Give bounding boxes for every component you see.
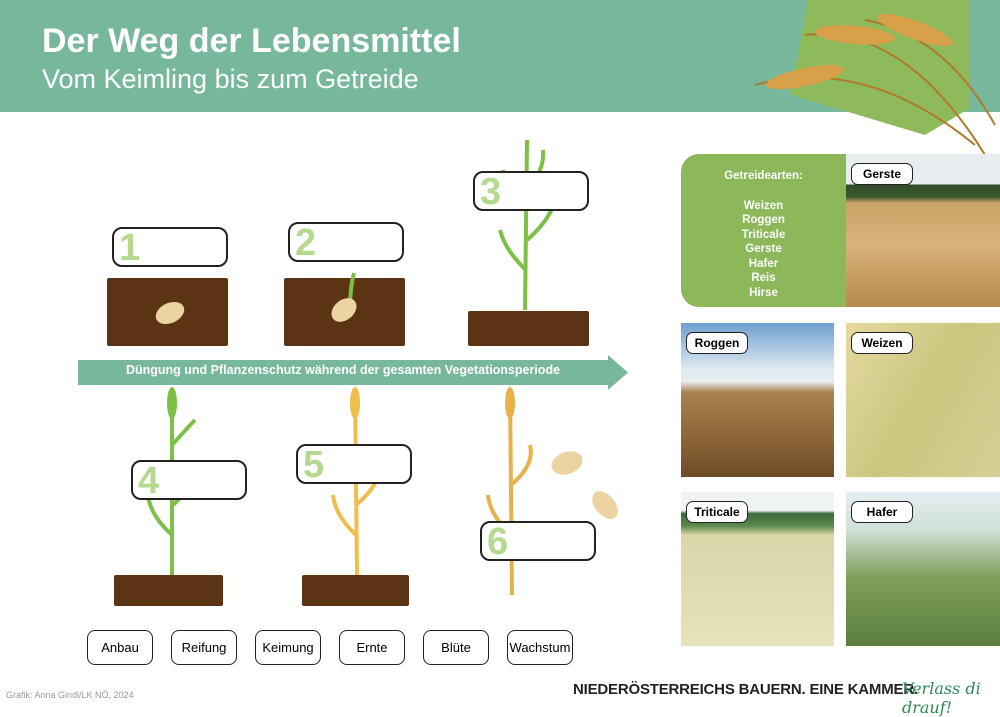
soil-stage-4 [114,575,223,606]
stage-3-number: 3 [480,171,502,213]
harvested-plant-icon [486,387,533,596]
word-card-reifung[interactable]: Reifung [171,630,237,665]
page-title: Der Weg der Lebensmittel [42,22,461,60]
graphic-credit: Grafik: Anna Gindl/LK NÖ, 2024 [6,690,134,700]
grain-type: Hirse [749,286,778,299]
stage-2-answer-box[interactable] [288,222,404,262]
young-plant-icon [498,139,557,311]
photo-label-roggen: Roggen [686,332,748,354]
grain-type: Reis [751,272,776,284]
photo-label-hafer: Hafer [851,501,913,523]
stage-5-answer-box[interactable] [296,444,412,484]
word-card-wachstum[interactable]: Wachstum [507,630,573,665]
grain-type: Roggen [742,214,785,226]
photo-hafer: Hafer [846,492,1000,646]
photo-triticale: Triticale [681,492,834,646]
page-subtitle: Vom Keimling bis zum Getreide [42,64,419,94]
word-card-anbau[interactable]: Anbau [87,630,153,665]
photo-gerste: Gerste [846,154,1000,307]
stage-1-number: 1 [119,227,141,269]
photo-label-triticale: Triticale [686,501,748,523]
stage-2-number: 2 [295,222,317,264]
arrow-label: Düngung und Pflanzenschutz während der g… [125,363,561,377]
grain-type: Gerste [745,243,782,255]
stage-6-number: 6 [487,521,509,563]
word-card-ernte[interactable]: Ernte [339,630,405,665]
seed-icon [155,301,185,325]
grain-seeds-icon [551,451,618,519]
word-card-keimung[interactable]: Keimung [255,630,321,665]
photo-label-gerste: Gerste [851,163,913,185]
footer-slogan: NIEDERÖSTERREICHS BAUERN. EINE KAMMER. [573,681,918,698]
stage-4-number: 4 [138,460,160,502]
wheat-ears-icon [754,13,996,155]
stage-3-answer-box[interactable] [473,171,589,211]
grain-type: Hafer [748,257,779,270]
stage-6-answer-box[interactable] [480,521,596,561]
grain-type: Weizen [743,199,784,212]
soil-stage-3 [468,311,589,346]
soil-stage-5 [302,575,409,606]
grain-types-panel: Getreidearten: Weizen Roggen Triticale G… [681,154,846,307]
photo-roggen: Roggen [681,323,834,477]
fertilization-arrow [78,355,628,390]
grain-types-heading: Getreidearten: [724,170,803,182]
word-card-bluete[interactable]: Blüte [423,630,489,665]
germinating-seed-icon [331,272,357,322]
stage-4-answer-box[interactable] [131,460,247,500]
stage-5-number: 5 [303,444,325,486]
stage-1-answer-box[interactable] [112,227,228,267]
photo-label-weizen: Weizen [851,332,913,354]
footer-tagline: Verlass di drauf! [902,679,981,717]
photo-weizen: Weizen [846,323,1000,477]
grain-type: Triticale [741,228,786,241]
